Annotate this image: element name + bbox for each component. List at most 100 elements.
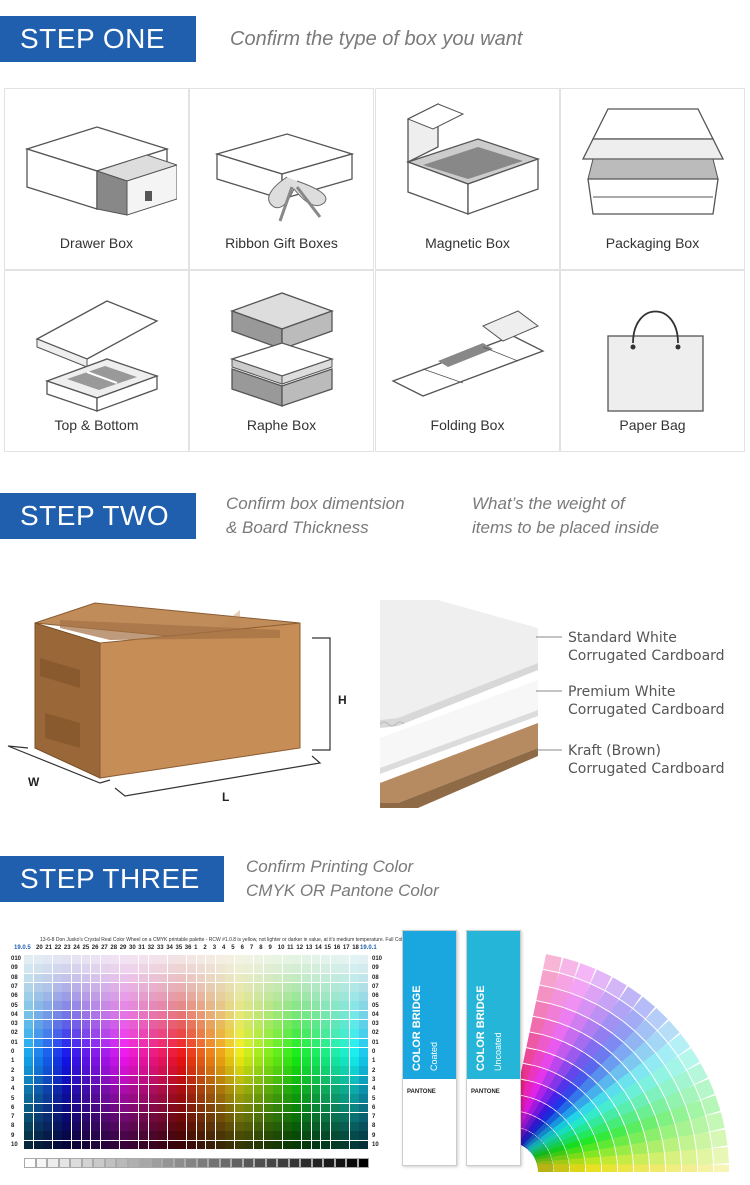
- color-swatch: [148, 982, 158, 992]
- color-swatch: [292, 1057, 302, 1066]
- color-swatch: [119, 1112, 129, 1122]
- color-swatch: [254, 1038, 263, 1048]
- top-number: 2: [203, 945, 207, 951]
- color-swatch: [359, 1020, 369, 1029]
- gray-swatch: [47, 1158, 59, 1168]
- color-swatch: [139, 1122, 148, 1131]
- box-option-magnetic[interactable]: Magnetic Box: [375, 88, 560, 270]
- color-swatch: [263, 1057, 273, 1066]
- color-swatch: [340, 973, 350, 983]
- color-swatch: [167, 1047, 177, 1057]
- color-swatch: [119, 1010, 129, 1020]
- color-swatch: [234, 982, 244, 992]
- color-swatch: [186, 1066, 196, 1076]
- color-swatch: [263, 1066, 273, 1076]
- color-swatch: [43, 1122, 53, 1131]
- color-swatch: [196, 1020, 206, 1029]
- box-option-drawer[interactable]: Drawer Box: [4, 88, 189, 270]
- magnetic-box-icon: [406, 102, 540, 215]
- step-two-banner: STEP TWO: [0, 493, 196, 539]
- box-option-raphe[interactable]: Raphe Box: [189, 270, 374, 452]
- color-swatch: [52, 1085, 62, 1094]
- color-swatch: [24, 1075, 33, 1085]
- top-number: 3: [212, 945, 217, 951]
- row-label: 9: [372, 1132, 376, 1139]
- box-option-folding[interactable]: Folding Box: [375, 270, 560, 452]
- color-swatch: [321, 1066, 331, 1076]
- box-option-ribbon-gift[interactable]: Ribbon Gift Boxes: [189, 88, 374, 270]
- color-swatch: [349, 973, 359, 983]
- color-swatch: [91, 1085, 101, 1094]
- color-swatch: [359, 1122, 369, 1131]
- color-swatch: [359, 955, 369, 964]
- row-label: 2: [11, 1067, 15, 1074]
- color-swatch: [359, 1112, 369, 1122]
- row-label: 10: [372, 1142, 379, 1148]
- color-swatch: [215, 1057, 225, 1066]
- color-swatch: [177, 1020, 187, 1029]
- color-swatch: [292, 1010, 302, 1020]
- top-number: 16: [333, 945, 341, 951]
- color-swatch: [359, 1001, 369, 1011]
- color-swatch: [81, 1047, 91, 1057]
- color-swatch: [71, 1010, 81, 1020]
- color-swatch: [167, 1020, 177, 1029]
- color-swatch: [273, 1038, 283, 1048]
- color-swatch: [186, 1112, 196, 1122]
- color-swatch: [244, 992, 254, 1001]
- color-swatch: [234, 992, 244, 1001]
- row-label: 6: [11, 1104, 15, 1111]
- color-swatch: [158, 1140, 168, 1150]
- color-swatch: [196, 1057, 206, 1066]
- color-swatch: [100, 1020, 110, 1029]
- color-swatch: [321, 1001, 331, 1011]
- color-swatch: [71, 973, 81, 983]
- color-swatch: [71, 992, 81, 1001]
- color-swatch: [215, 1112, 225, 1122]
- color-swatch: [244, 1038, 254, 1048]
- color-swatch: [321, 1029, 331, 1038]
- color-swatch: [139, 1001, 148, 1011]
- color-swatch: [359, 1047, 369, 1057]
- color-swatch: [215, 1047, 225, 1057]
- color-swatch: [129, 973, 139, 983]
- color-swatch: [71, 964, 81, 973]
- color-swatch: [196, 955, 206, 964]
- box-option-packaging[interactable]: Packaging Box: [560, 88, 745, 270]
- color-swatch: [129, 982, 139, 992]
- color-swatch: [330, 973, 340, 983]
- color-swatch: [91, 1047, 101, 1057]
- color-swatch: [206, 1057, 216, 1066]
- color-swatch: [349, 1075, 359, 1085]
- step-two-note-left-1: Confirm box dimentsion: [226, 494, 405, 513]
- color-swatch: [129, 1057, 139, 1066]
- color-swatch: [330, 964, 340, 973]
- color-swatch: [234, 1131, 244, 1141]
- color-swatch: [129, 1131, 139, 1141]
- color-swatch: [81, 1001, 91, 1011]
- color-swatch: [158, 1094, 168, 1103]
- row-label: 010: [372, 956, 383, 962]
- color-swatch: [100, 1112, 110, 1122]
- box-option-paper-bag[interactable]: Paper Bag: [560, 270, 745, 452]
- gray-swatch: [334, 1158, 346, 1168]
- color-swatch: [110, 1020, 120, 1029]
- color-swatch: [110, 1075, 120, 1085]
- color-swatch: [33, 1020, 43, 1029]
- color-swatch: [292, 992, 302, 1001]
- color-swatch: [292, 1085, 302, 1094]
- color-swatch: [62, 1010, 72, 1020]
- color-swatch: [321, 955, 331, 964]
- color-swatch: [244, 973, 254, 983]
- top-number: 1: [194, 945, 198, 951]
- color-swatch: [52, 1131, 62, 1141]
- color-swatch: [311, 1057, 321, 1066]
- color-swatch: [321, 1075, 331, 1085]
- row-label: 07: [11, 983, 18, 990]
- color-swatch: [177, 964, 187, 973]
- color-swatch: [321, 1038, 331, 1048]
- color-swatch: [33, 1010, 43, 1020]
- color-swatch: [321, 1085, 331, 1094]
- color-swatch: [206, 964, 216, 973]
- box-option-top-bottom[interactable]: Top & Bottom: [4, 270, 189, 452]
